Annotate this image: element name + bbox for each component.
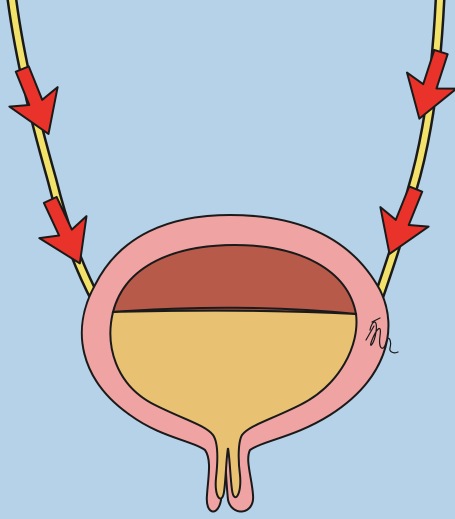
diagram-canvas (0, 0, 455, 519)
bladder-diagram (0, 0, 455, 519)
